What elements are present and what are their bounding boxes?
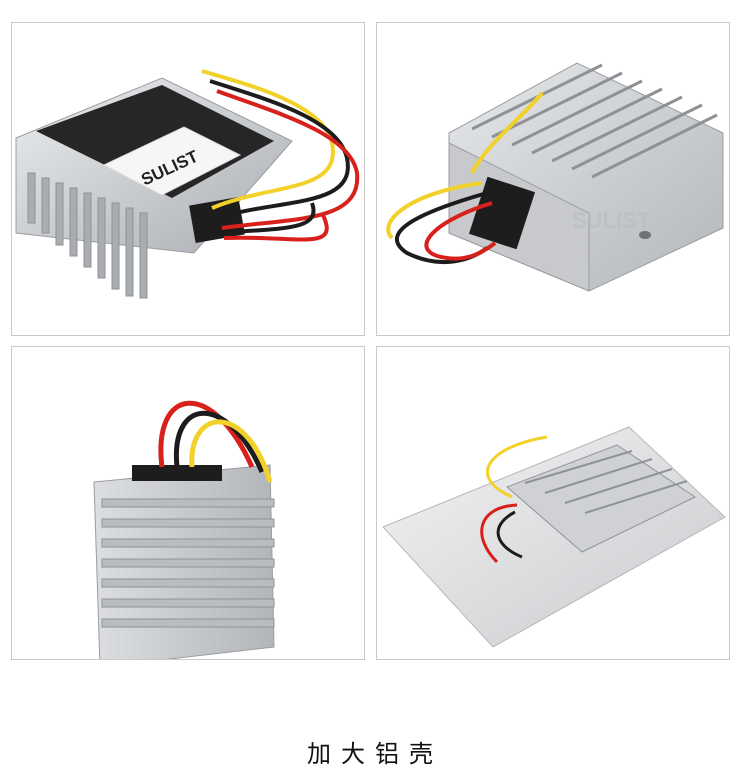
product-photo-side [11, 346, 365, 660]
caption-enlarged-aluminum-shell: 加大铝壳 [307, 740, 443, 768]
product-photo-front: SULIST [11, 22, 365, 336]
converter-top-illustration: SULIST [386, 62, 724, 292]
converter-packaged-illustration [382, 426, 726, 648]
brand-watermark: SULIST [572, 208, 651, 233]
product-photo-top: SULIST [376, 22, 730, 336]
converter-side-illustration [93, 400, 275, 659]
product-photo-packaged [376, 346, 730, 660]
converter-front-illustration: SULIST [15, 69, 360, 299]
